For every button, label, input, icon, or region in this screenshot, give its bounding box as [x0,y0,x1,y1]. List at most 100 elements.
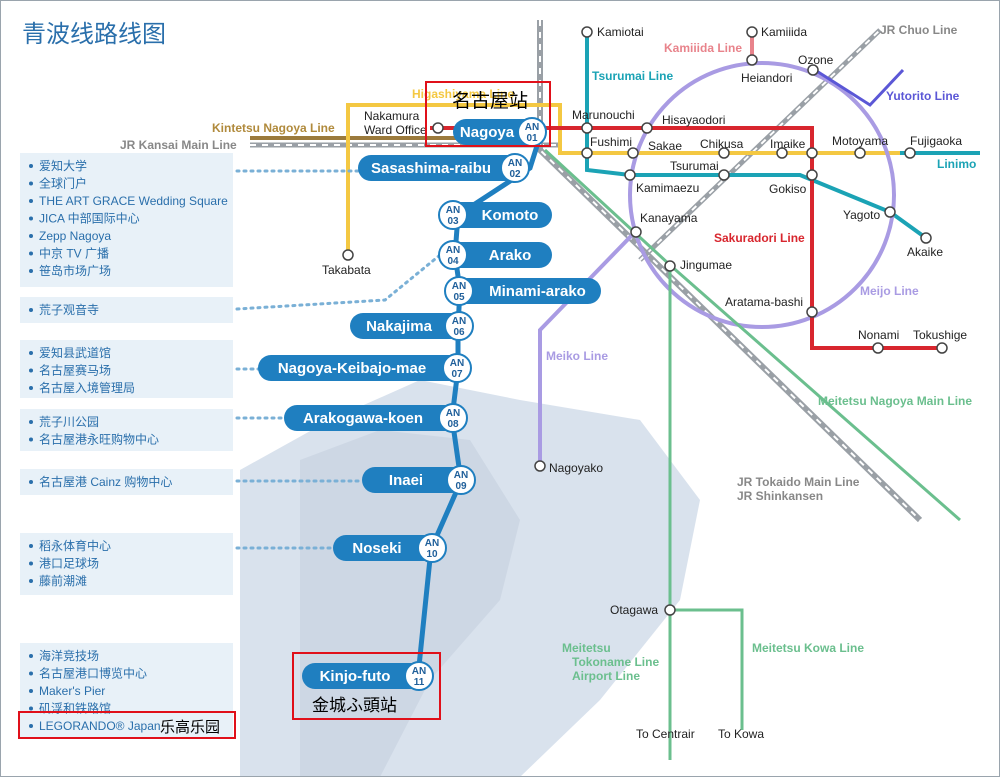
sidebar-item[interactable]: 笹岛市场广场 [39,263,111,278]
annotation-nagoya-station: 名古屋站 [452,90,528,112]
label-to-kowa: To Kowa [718,727,764,741]
sidebar-item[interactable]: Zepp Nagoya [39,229,111,243]
label-takabata: Takabata [322,263,371,277]
station-name: Nagoya [460,124,515,141]
station-number-badge [446,465,476,495]
connector [235,253,442,311]
station-name: Arakogawa-koen [303,410,423,427]
bullet [29,544,33,548]
station-dot-marunouchi [581,122,593,134]
station-pill [284,405,466,431]
line-labels: Kintetsu Nagoya Line JR Kansai Main Line… [120,23,976,683]
sidebar-item[interactable]: JICA 中部国际中心 [39,211,140,226]
bullet [29,579,33,583]
sidebar-item[interactable]: 名古屋港 Cainz 购物中心 [39,474,172,489]
bullet [29,216,33,221]
label-meitetsu-tokoname-3: Airport Line [572,669,640,683]
sidebar-item[interactable]: 藤前潮滩 [39,573,87,588]
station-pill [350,313,472,339]
station-number: 11 [414,677,425,688]
sidebar-group-bg [20,153,233,287]
label-marunouchi: Marunouchi [572,108,635,122]
page-title: 青波线路线图 [22,21,166,48]
label-kintetsu: Kintetsu Nagoya Line [212,121,335,135]
sidebar-connectors [235,169,442,550]
station-dot-tsurumai [718,169,730,181]
label-hisayaodori: Hisayaodori [662,113,725,127]
sidebar-item[interactable]: 名古屋港永旺购物中心 [39,432,159,447]
station-number-badge [404,661,434,691]
label-jr-shinkansen: JR Shinkansen [737,489,823,503]
tsurumai-line [585,30,928,240]
station-number-badge [438,240,468,270]
sidebar-item[interactable]: 海洋竞技场 [39,648,99,663]
bullet [29,251,33,256]
label-meitetsu-tokoname-1: Meitetsu [562,641,611,655]
sidebar-item[interactable]: 爱知大学 [39,158,87,173]
label-tsurumai: Tsurumai [670,159,719,173]
station-line-code: AN [454,470,468,481]
station-dot-otagawa [664,604,676,616]
label-heiandori: Heiandori [741,71,792,85]
jr-tokaido-dash [539,20,921,521]
label-nakamura-2: Ward Office [364,123,427,137]
other-station-labels: Kamiotai Kamiiida Heiandori Ozone Maruno… [322,25,967,741]
sidebar-item[interactable]: LEGORANDO® Japan [39,719,161,733]
label-fushimi: Fushimi [590,135,632,149]
sidebar-group-bg [20,340,233,398]
label-kamiiida: Kamiiida Line [664,41,742,55]
station-line-code: AN [452,316,466,327]
meiko-line [538,230,637,465]
sidebar-item[interactable]: 中京 TV 广播 [39,246,109,261]
station-name: Noseki [352,540,401,557]
label-jr-chuo: JR Chuo Line [880,23,958,37]
sidebar-item[interactable]: 名古屋入境管理局 [39,380,135,395]
label-tokushige: Tokushige [913,328,967,342]
sidebar-item[interactable]: 名古屋赛马场 [39,363,111,378]
sidebar-item[interactable]: 名古屋港口博览中心 [39,666,147,681]
bullet [29,480,33,484]
sidebar-group-bg [20,643,233,739]
sidebar-item[interactable]: 爱知县武道馆 [39,345,111,360]
label-meitetsu-kowa: Meitetsu Kowa Line [752,641,864,655]
station-number-badge [444,276,474,306]
sidebar-item[interactable]: THE ART GRACE Wedding Square [39,194,228,208]
sidebar-item[interactable]: 全球门户 [39,176,87,191]
sidebar-item[interactable]: 稻永体育中心 [39,538,111,553]
sidebar-item[interactable]: 荒子川公园 [39,415,99,429]
station-pill [302,663,432,689]
sidebar-item[interactable]: 荒子观音寺 [39,302,99,317]
sidebar-item[interactable]: Maker's Pier [39,684,105,698]
station-dot-ozone [807,64,819,76]
label-jingumae: Jingumae [680,258,732,272]
annotation-kinjo-futo-station: 金城ふ頭站 [312,696,397,715]
other-stations [342,26,948,616]
bullet [29,724,33,728]
meitetsu-main-line [543,148,672,760]
sidebar-group-bg [20,297,233,323]
water-shape [300,430,520,777]
station-name: Kinjo-futo [320,668,391,685]
sidebar-item[interactable]: 矶浮和铁路馆 [39,701,111,716]
station-number-badge [442,353,472,383]
sidebar-item[interactable]: 港口足球场 [39,557,99,571]
station-pill [362,467,474,493]
station-dot-heiandori [746,54,758,66]
jr-lines [250,20,923,523]
bay-area [240,380,700,777]
